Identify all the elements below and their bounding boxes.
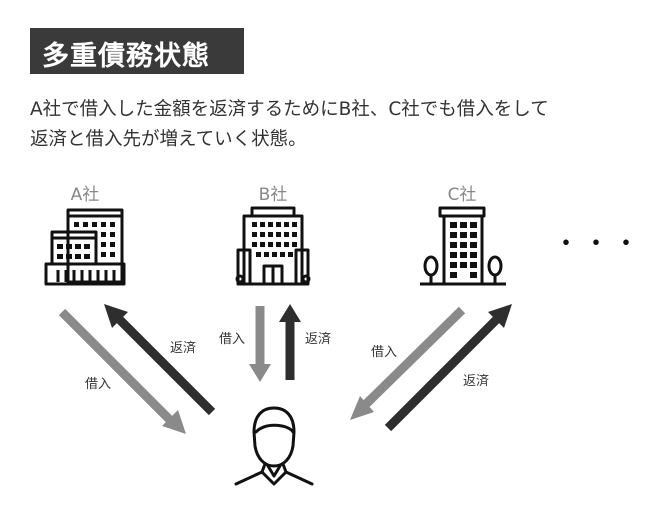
arrow-a-borrow-label: 借入 bbox=[85, 377, 111, 392]
arrow-c-borrow-label: 借入 bbox=[371, 345, 397, 360]
arrow-a-repay-label: 返済 bbox=[170, 340, 196, 356]
company-c-building-icon bbox=[420, 206, 506, 286]
arrow-b-repay bbox=[279, 304, 301, 380]
arrow-b-borrow-label: 借入 bbox=[219, 332, 245, 347]
arrow-c-borrow bbox=[350, 306, 466, 420]
company-b-building-icon bbox=[235, 206, 311, 286]
description-line-2: 返済と借入先が増えていく状態。 bbox=[30, 129, 307, 150]
arrow-b-borrow bbox=[249, 306, 271, 382]
person-icon bbox=[234, 406, 314, 486]
company-a-building-icon bbox=[44, 208, 126, 286]
company-a-label: A社 bbox=[70, 185, 100, 205]
arrow-c-repay bbox=[384, 304, 512, 432]
page-title: 多重債務状態 bbox=[42, 41, 210, 72]
arrow-c-repay-label: 返済 bbox=[463, 373, 489, 389]
description-line-1: A社で借入した金額を返済するためにB社、C社でも借入をして bbox=[30, 99, 549, 120]
arrow-a-borrow bbox=[58, 308, 186, 434]
company-b-label: B社 bbox=[258, 185, 288, 205]
title-box: 多重債務状態 bbox=[30, 28, 244, 74]
company-c-label: C社 bbox=[447, 185, 477, 205]
arrow-a-repay bbox=[104, 304, 216, 416]
arrow-b-repay-label: 返済 bbox=[305, 331, 331, 347]
more-companies-ellipsis: ・・・ bbox=[553, 229, 643, 259]
description: A社で借入した金額を返済するためにB社、C社でも借入をして 返済と借入先が増えて… bbox=[30, 95, 650, 155]
